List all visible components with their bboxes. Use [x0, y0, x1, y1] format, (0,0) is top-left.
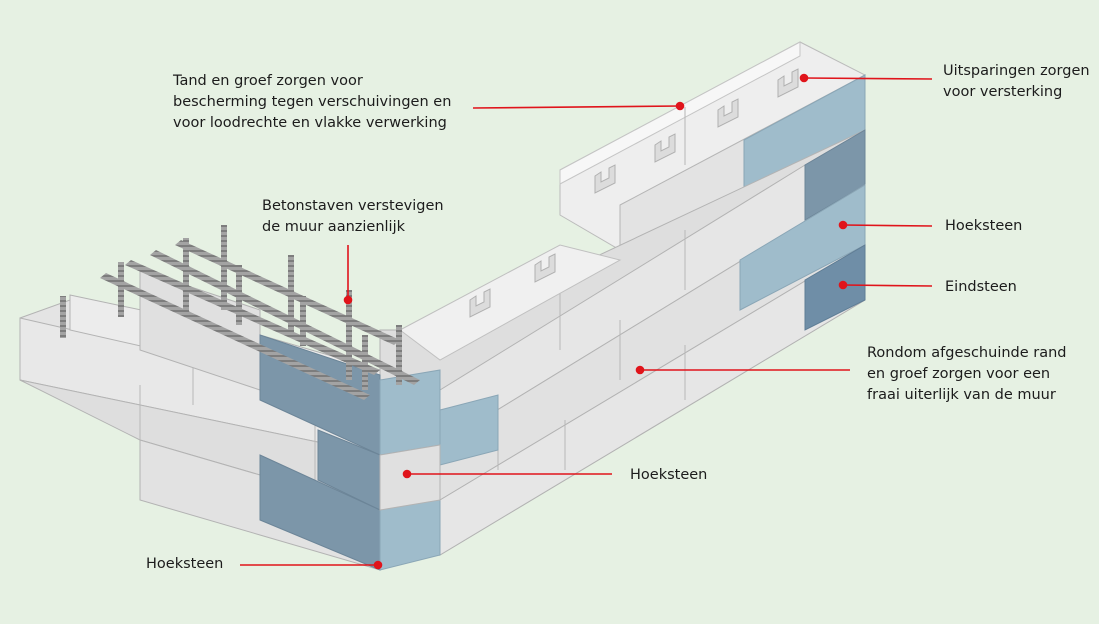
callout-lines	[240, 73, 933, 570]
callout-hoeksteen-left: Hoeksteen	[146, 556, 224, 572]
left-wing	[19, 269, 441, 571]
callout-betonstaven: Betonstaven verstevigen de muur aanzienl…	[262, 198, 444, 235]
right-wing-lower	[379, 129, 866, 556]
callout-eindsteen: Eindsteen	[945, 279, 1017, 295]
rebar-icon	[60, 225, 420, 400]
callout-hoeksteen-right: Hoeksteen	[945, 218, 1023, 234]
callout-tand-groef: Tand en groef zorgen voor bescherming te…	[173, 73, 452, 131]
callout-afgeschuinde-rand: Rondom afgeschuinde rand en groef zorgen…	[867, 345, 1067, 403]
callout-uitsparingen: Uitsparingen zorgen voor versterking	[943, 63, 1090, 100]
callout-hoeksteen-mid: Hoeksteen	[630, 467, 708, 483]
right-wing-upper	[559, 41, 866, 261]
